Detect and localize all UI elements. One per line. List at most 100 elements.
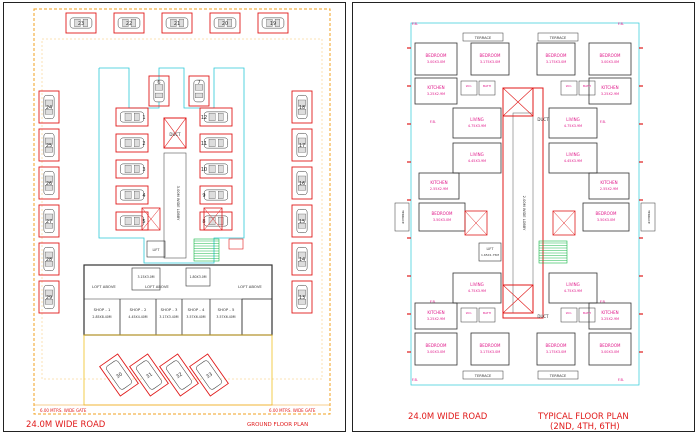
shop-band-outline <box>83 264 273 336</box>
living-2-dim: 4.45X3.9M <box>468 159 486 163</box>
bedroom-7-dim: 3.175X3.0M <box>480 350 500 354</box>
bedroom-6-box <box>414 332 458 366</box>
shop-area-4: 3.57X6.40M <box>186 315 205 319</box>
inner-left-stall-1 <box>115 107 149 127</box>
shop3-upper-box <box>131 267 161 291</box>
bedroom-9-dim: 3.00X3.0M <box>601 350 619 354</box>
kitchen-4-label: KITCHEN <box>427 310 444 315</box>
inner-top-car-6-rear-window <box>155 92 163 98</box>
bottom-parking-stall-30 <box>99 353 139 397</box>
living-5-box <box>548 272 598 304</box>
bedroom-6-dim: 3.00X3.0M <box>427 350 445 354</box>
living-1-box <box>548 107 598 139</box>
shop-area-5: 3.57X6.40M <box>216 315 235 319</box>
fb-label-4: F.B. <box>430 120 436 124</box>
terrace-box-2 <box>462 370 504 380</box>
typical-road-label: 24.0M WIDE ROAD <box>408 412 488 422</box>
bath-label-0: BATH <box>483 84 491 88</box>
terrace-label-2: TERRACE <box>474 374 492 378</box>
bedroom-2-dim: 3.175X3.0M <box>546 60 566 64</box>
kitchen-2-label: KITCHEN <box>430 180 447 185</box>
lift-box <box>478 242 502 262</box>
bottom-parking-number-32: 32 <box>175 372 184 381</box>
living-0-label: LIVING <box>470 117 483 122</box>
top-parking-number-21: 21 <box>174 21 180 27</box>
left-parking-number-28: 28 <box>46 257 52 263</box>
bedroom-4-dim: 3.50X3.0M <box>433 218 451 222</box>
bottom-parking-car-31 <box>136 360 162 390</box>
inner-top-car-6-window <box>155 84 163 91</box>
shop-area-2: 4.45X4.40M <box>128 315 147 319</box>
living-3-dim: 4.45X3.9M <box>564 159 582 163</box>
living-4-label: LIVING <box>470 282 483 287</box>
bath-label-1: BATH <box>583 84 591 88</box>
loft-label-1: LOFT ABOVE <box>145 284 169 289</box>
kitchen-3-label: KITCHEN <box>600 180 617 185</box>
right-parking-number-14: 14 <box>299 257 305 263</box>
left-parking-car-25-window <box>45 137 53 145</box>
kitchen-3-dim: 2.55X2.9M <box>600 187 618 191</box>
shop-area-1: 2.85X8.40M <box>92 315 111 319</box>
lift-label: LIFT <box>152 248 160 252</box>
shop-room-box <box>185 267 211 287</box>
bedroom-8-box <box>536 332 576 366</box>
living-5-dim: 4.75X3.9M <box>564 289 582 293</box>
inner-right-car-9-rear-window <box>218 191 224 199</box>
side-terrace-label-1: TERRACE <box>647 209 651 224</box>
ground-gate-label-left: 6.00 MTRS. WIDE GATE <box>40 408 87 413</box>
right-parking-car-16-window <box>298 175 306 183</box>
right-parking-car-17-window <box>298 137 306 145</box>
right-parking-car-14-window <box>298 251 306 259</box>
terrace-label-0: TERRACE <box>474 36 492 40</box>
terrace-box-3 <box>537 370 579 380</box>
left-parking-car-29-window <box>45 289 53 297</box>
duct-box-1 <box>502 284 534 314</box>
left-parking-stall-25 <box>38 128 60 162</box>
left-parking-car-28-window <box>45 251 53 259</box>
top-parking-car-19-window <box>266 19 273 27</box>
lift-box <box>146 240 166 258</box>
wc-box-0 <box>460 80 478 96</box>
left-parking-car-27-window <box>45 213 53 221</box>
inner-right-car-8-body <box>203 215 229 227</box>
bedroom-7-label: BEDROOM <box>480 343 501 348</box>
mid-shaft-b-0 <box>464 210 488 236</box>
fb-label-7: F.B. <box>600 300 606 304</box>
stair-outline <box>193 238 220 262</box>
fb-label-1: F.B. <box>618 22 624 26</box>
kitchen-4-box <box>414 302 458 330</box>
inner-top-car-7-rear-window <box>195 92 203 98</box>
right-parking-number-13: 13 <box>299 295 305 301</box>
bedroom-1-label: BEDROOM <box>480 53 501 58</box>
living-0-box <box>452 107 502 139</box>
bedroom-9-label: BEDROOM <box>600 343 621 348</box>
left-parking-stall-24 <box>38 90 60 124</box>
duct-label-1: DUCT <box>537 314 549 319</box>
left-parking-stall-27 <box>38 204 60 238</box>
lobby-label: 3.00M WIDE LOBBY <box>176 186 180 221</box>
side-terrace-0 <box>394 202 410 232</box>
right-parking-number-15: 15 <box>299 219 305 225</box>
kitchen-0-label: KITCHEN <box>427 85 444 90</box>
inner-left-car-1-rear-window <box>134 113 140 121</box>
inner-left-car-5-rear-window <box>134 217 140 225</box>
wc-label-3: W.C. <box>566 311 573 315</box>
kitchen-0-box <box>414 77 458 105</box>
shop-name-4: SHOP - 4 <box>188 307 205 312</box>
kitchen-5-dim: 3.25X2.9M <box>601 317 619 321</box>
bedroom-8-label: BEDROOM <box>546 343 567 348</box>
inner-left-car-3-window <box>124 165 132 173</box>
duct-box-top <box>163 117 187 149</box>
inner-right-car-11-window <box>208 139 216 147</box>
inner-left-car-4-window <box>124 191 132 199</box>
left-parking-number-27: 27 <box>46 219 52 225</box>
bedroom-7-box <box>470 332 510 366</box>
bedroom-3-dim: 3.00X3.0M <box>601 60 619 64</box>
inner-right-car-12-rear-window <box>218 113 224 121</box>
left-parking-car-26-window <box>45 175 53 183</box>
left-parking-car-27-rear-window <box>45 223 53 229</box>
inner-left-number-3: 3 <box>142 167 145 173</box>
